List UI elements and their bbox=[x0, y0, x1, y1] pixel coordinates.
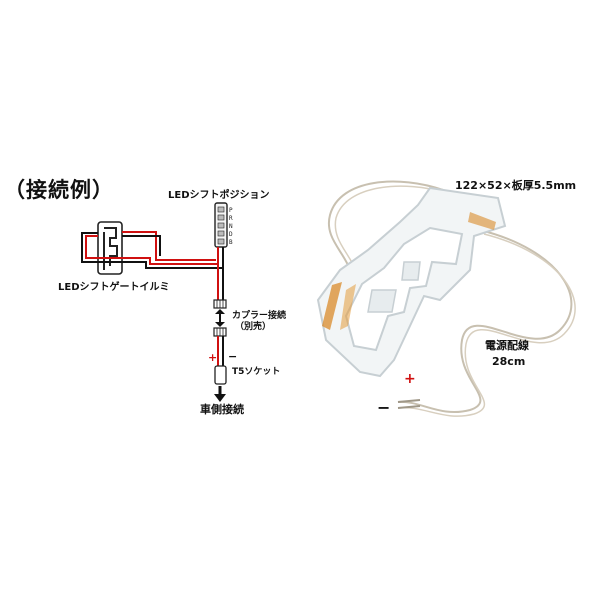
coupler-note: （別売） bbox=[235, 322, 272, 332]
gear-letter-n: N bbox=[229, 223, 233, 230]
minus-sign: − bbox=[228, 350, 238, 363]
gear-letter-r: R bbox=[229, 215, 233, 222]
gear-letter-d: D bbox=[229, 231, 233, 238]
vehicle-arrow bbox=[214, 386, 226, 402]
gear-letter-p: P bbox=[229, 207, 233, 214]
led-shift-gate-label: LEDシフトゲートイルミ bbox=[58, 282, 170, 293]
photo-minus-sign: − bbox=[377, 398, 391, 417]
t5-socket-label: T5ソケット bbox=[232, 367, 281, 377]
led-shift-position-strip bbox=[214, 202, 228, 248]
led-shift-position-label: LEDシフトポジション bbox=[168, 190, 270, 201]
vehicle-connection-label: 車側接続 bbox=[200, 403, 244, 416]
wire-length-label: 28cm bbox=[492, 355, 526, 368]
main-wires bbox=[217, 247, 224, 300]
socket-wires bbox=[214, 336, 227, 385]
gear-letter-b: B bbox=[229, 239, 233, 246]
led-shift-gate-module bbox=[97, 221, 123, 275]
coupler-connector bbox=[213, 299, 227, 337]
power-wire-label: 電源配線 bbox=[485, 339, 529, 352]
plus-sign: + bbox=[208, 351, 218, 364]
gate-wires bbox=[81, 231, 222, 269]
photo-plus-sign: + bbox=[404, 371, 416, 387]
coupler-label: カプラー接続 bbox=[232, 311, 287, 321]
dimensions-label: 122×52×板厚5.5mm bbox=[455, 179, 577, 192]
shift-gate-panel-photo bbox=[316, 180, 576, 417]
connection-example-heading: （接続例） bbox=[4, 178, 114, 202]
